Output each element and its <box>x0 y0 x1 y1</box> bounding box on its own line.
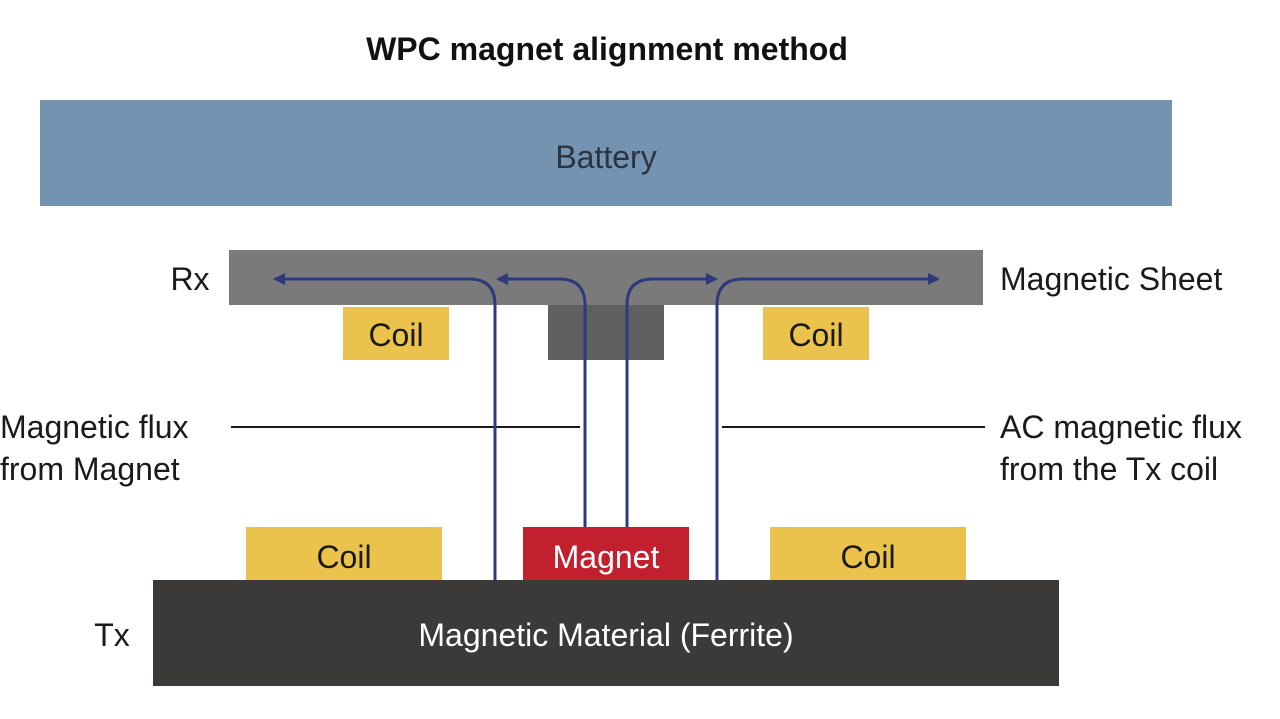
rx-coil-left-label: Coil <box>368 317 423 353</box>
tx-coil-left-label: Coil <box>316 539 371 575</box>
battery-label: Battery <box>555 139 656 175</box>
tx-coil-right <box>770 527 966 582</box>
rx-coil-right <box>763 307 869 360</box>
tx-coil-right-label: Coil <box>840 539 895 575</box>
rx-coil-left <box>343 307 449 360</box>
magnetic-sheet-label: Magnetic Sheet <box>1000 261 1222 297</box>
flux-ac-label-line2: from the Tx coil <box>1000 451 1218 487</box>
rx-coil-right-label: Coil <box>788 317 843 353</box>
flux-magnet-label-line1: Magnetic flux <box>0 409 189 445</box>
flux-arrow-inner-left <box>496 273 587 527</box>
flux-ac-label-line1: AC magnetic flux <box>1000 409 1242 445</box>
flux-arrow-outer-left <box>273 273 497 580</box>
tx-coil-left <box>246 527 442 582</box>
flux-arrow-outer-right <box>715 273 940 580</box>
flux-arrow-inner-right <box>625 273 718 527</box>
ferrite-block <box>153 580 1059 686</box>
diagram-title: WPC magnet alignment method <box>366 31 848 67</box>
tx-label: Tx <box>94 617 130 653</box>
magnet-label: Magnet <box>553 539 660 575</box>
flux-magnet-label-line2: from Magnet <box>0 451 180 487</box>
ferrite-label: Magnetic Material (Ferrite) <box>418 617 793 653</box>
magnetic-sheet-tab <box>548 305 664 360</box>
battery-block <box>40 100 1172 206</box>
rx-label: Rx <box>170 261 209 297</box>
magnet-block <box>523 527 689 582</box>
